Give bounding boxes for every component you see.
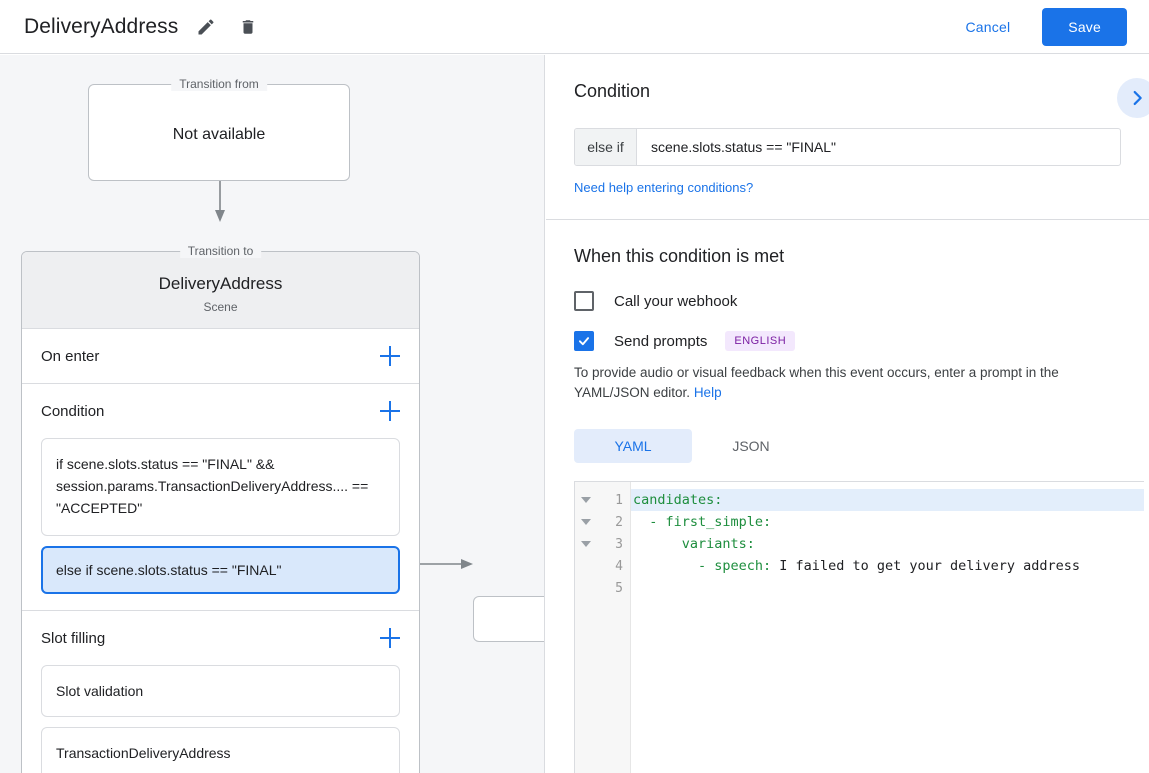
chevron-right-icon-glyph bbox=[1133, 90, 1142, 106]
prompt-help-sentence: To provide audio or visual feedback when… bbox=[574, 365, 1059, 400]
condition-input-row[interactable]: else if scene.slots.status == "FINAL" bbox=[574, 128, 1121, 166]
fold-triangle-glyph bbox=[581, 519, 591, 525]
slot-item-validation[interactable]: Slot validation bbox=[41, 665, 400, 717]
cancel-button[interactable]: Cancel bbox=[952, 10, 1025, 44]
scene-section-condition: Condition if scene.slots.status == "FINA… bbox=[22, 384, 419, 611]
detail-panel: Condition else if scene.slots.status == … bbox=[546, 55, 1149, 773]
page-title: DeliveryAddress bbox=[24, 14, 179, 38]
yaml-key-token: - first_simple: bbox=[633, 514, 772, 530]
section-title-on-enter: On enter bbox=[41, 347, 100, 365]
tab-json[interactable]: JSON bbox=[732, 438, 770, 454]
condition-help-link[interactable]: Need help entering conditions? bbox=[574, 180, 754, 195]
editor-line-number: 2 bbox=[615, 514, 623, 530]
app-header: DeliveryAddress Cancel Save bbox=[0, 0, 1149, 54]
editor-code-line[interactable]: - first_simple: bbox=[631, 511, 1144, 533]
webhook-label: Call your webhook bbox=[614, 292, 738, 310]
editor-gutter-row: 3 bbox=[575, 533, 630, 555]
send-prompts-checkbox[interactable] bbox=[574, 331, 594, 351]
fold-triangle-glyph bbox=[581, 497, 591, 503]
trash-icon-glyph bbox=[243, 19, 254, 34]
editor-code-area[interactable]: candidates: - first_simple: variants: - … bbox=[631, 482, 1144, 773]
condition-met-block: When this condition is met Call your web… bbox=[546, 220, 1149, 773]
scene-name: DeliveryAddress bbox=[158, 274, 283, 293]
editor-gutter: 1 2 3 4 5 bbox=[575, 482, 631, 773]
section-title-condition: Condition bbox=[41, 402, 105, 420]
condition-item-selected[interactable]: else if scene.slots.status == "FINAL" bbox=[41, 546, 400, 594]
editor-line-number: 5 bbox=[615, 580, 623, 596]
section-title-slot-filling: Slot filling bbox=[41, 629, 106, 647]
transition-from-legend: Transition from bbox=[171, 77, 267, 91]
scene-type: Scene bbox=[203, 300, 238, 314]
yaml-key-token: candidates: bbox=[633, 492, 723, 508]
trash-icon[interactable] bbox=[234, 13, 262, 41]
scene-section-on-enter: On enter bbox=[22, 329, 419, 384]
editor-format-tabs: YAML JSON bbox=[574, 429, 1121, 463]
yaml-key-token: variants: bbox=[633, 536, 755, 552]
scene-card-header: DeliveryAddress Scene bbox=[22, 252, 419, 329]
condition-block: Condition else if scene.slots.status == … bbox=[546, 55, 1149, 220]
editor-code-line[interactable]: - speech: I failed to get your delivery … bbox=[631, 555, 1144, 577]
editor-gutter-row: 1 bbox=[575, 489, 630, 511]
transition-to-scene-card[interactable]: Transition to DeliveryAddress Scene On e… bbox=[21, 244, 420, 773]
webhook-checkbox[interactable] bbox=[574, 291, 594, 311]
section-header-on-enter: On enter bbox=[41, 329, 400, 383]
section-header-condition: Condition bbox=[41, 384, 400, 438]
condition-met-heading: When this condition is met bbox=[574, 246, 785, 266]
condition-expression-input[interactable]: scene.slots.status == "FINAL" bbox=[651, 139, 837, 155]
yaml-editor[interactable]: 1 2 3 4 5 candidates: - first_simple: varian… bbox=[574, 481, 1144, 773]
slot-item-transaction-delivery-address[interactable]: TransactionDeliveryAddress bbox=[41, 727, 400, 773]
scene-section-slot-filling: Slot filling Slot validation Transaction… bbox=[22, 611, 419, 773]
tab-yaml[interactable]: YAML bbox=[574, 429, 692, 463]
section-header-slot-filling: Slot filling bbox=[41, 611, 400, 665]
editor-gutter-row: 2 bbox=[575, 511, 630, 533]
editor-code-line[interactable] bbox=[631, 577, 1144, 599]
editor-code-line[interactable]: candidates: bbox=[631, 489, 1144, 511]
pencil-icon[interactable] bbox=[192, 13, 220, 41]
yaml-value-token: I failed to get your delivery address bbox=[771, 558, 1081, 574]
condition-item[interactable]: if scene.slots.status == "FINAL" && sess… bbox=[41, 438, 400, 536]
editor-gutter-row: 5 bbox=[575, 577, 630, 599]
editor-line-number: 4 bbox=[615, 558, 623, 574]
transition-to-legend: Transition to bbox=[179, 244, 262, 258]
chevron-right-icon[interactable] bbox=[1117, 78, 1149, 118]
plus-icon-slot-filling[interactable] bbox=[380, 628, 400, 648]
transition-from-label: Not available bbox=[172, 125, 266, 143]
fold-triangle-icon[interactable] bbox=[575, 497, 597, 503]
save-button[interactable]: Save bbox=[1042, 7, 1127, 46]
plus-icon-condition[interactable] bbox=[380, 401, 400, 421]
condition-heading: Condition bbox=[574, 81, 651, 101]
send-prompts-checkbox-row[interactable]: Send prompts ENGLISH bbox=[574, 331, 1121, 351]
prompt-help-text: To provide audio or visual feedback when… bbox=[574, 363, 1121, 403]
transition-from-node[interactable]: Transition from Not available bbox=[88, 77, 350, 181]
downstream-node-stub[interactable] bbox=[473, 596, 544, 642]
editor-line-number: 1 bbox=[615, 492, 623, 508]
plus-icon-on-enter[interactable] bbox=[380, 346, 400, 366]
pencil-icon-glyph bbox=[198, 18, 214, 34]
editor-gutter-row: 4 bbox=[575, 555, 630, 577]
fold-triangle-glyph bbox=[581, 541, 591, 547]
check-icon bbox=[578, 337, 590, 346]
send-prompts-label: Send prompts bbox=[614, 332, 708, 350]
fold-triangle-icon[interactable] bbox=[575, 519, 597, 525]
language-badge: ENGLISH bbox=[725, 331, 796, 351]
editor-line-number: 3 bbox=[615, 536, 623, 552]
condition-operator-prefix: else if bbox=[575, 129, 637, 165]
yaml-key-token: - speech: bbox=[633, 558, 772, 574]
editor-code-line[interactable]: variants: bbox=[631, 533, 1144, 555]
prompt-help-link[interactable]: Help bbox=[693, 385, 722, 400]
webhook-checkbox-row[interactable]: Call your webhook bbox=[574, 291, 1121, 311]
fold-triangle-icon[interactable] bbox=[575, 541, 597, 547]
graph-panel[interactable]: Transition from Not available Transition… bbox=[0, 55, 545, 773]
